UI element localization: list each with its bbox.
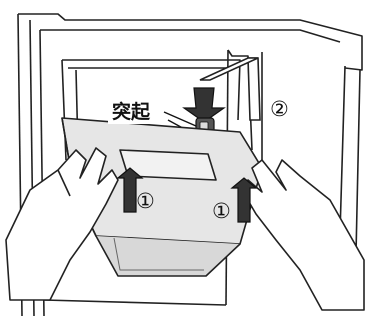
right-hand [242, 160, 364, 310]
step-one-label-left: ① [136, 189, 155, 213]
protrusion-label: 突起 [112, 100, 151, 123]
step-one-label-right: ① [212, 199, 231, 223]
step-two-label: ② [270, 97, 289, 121]
